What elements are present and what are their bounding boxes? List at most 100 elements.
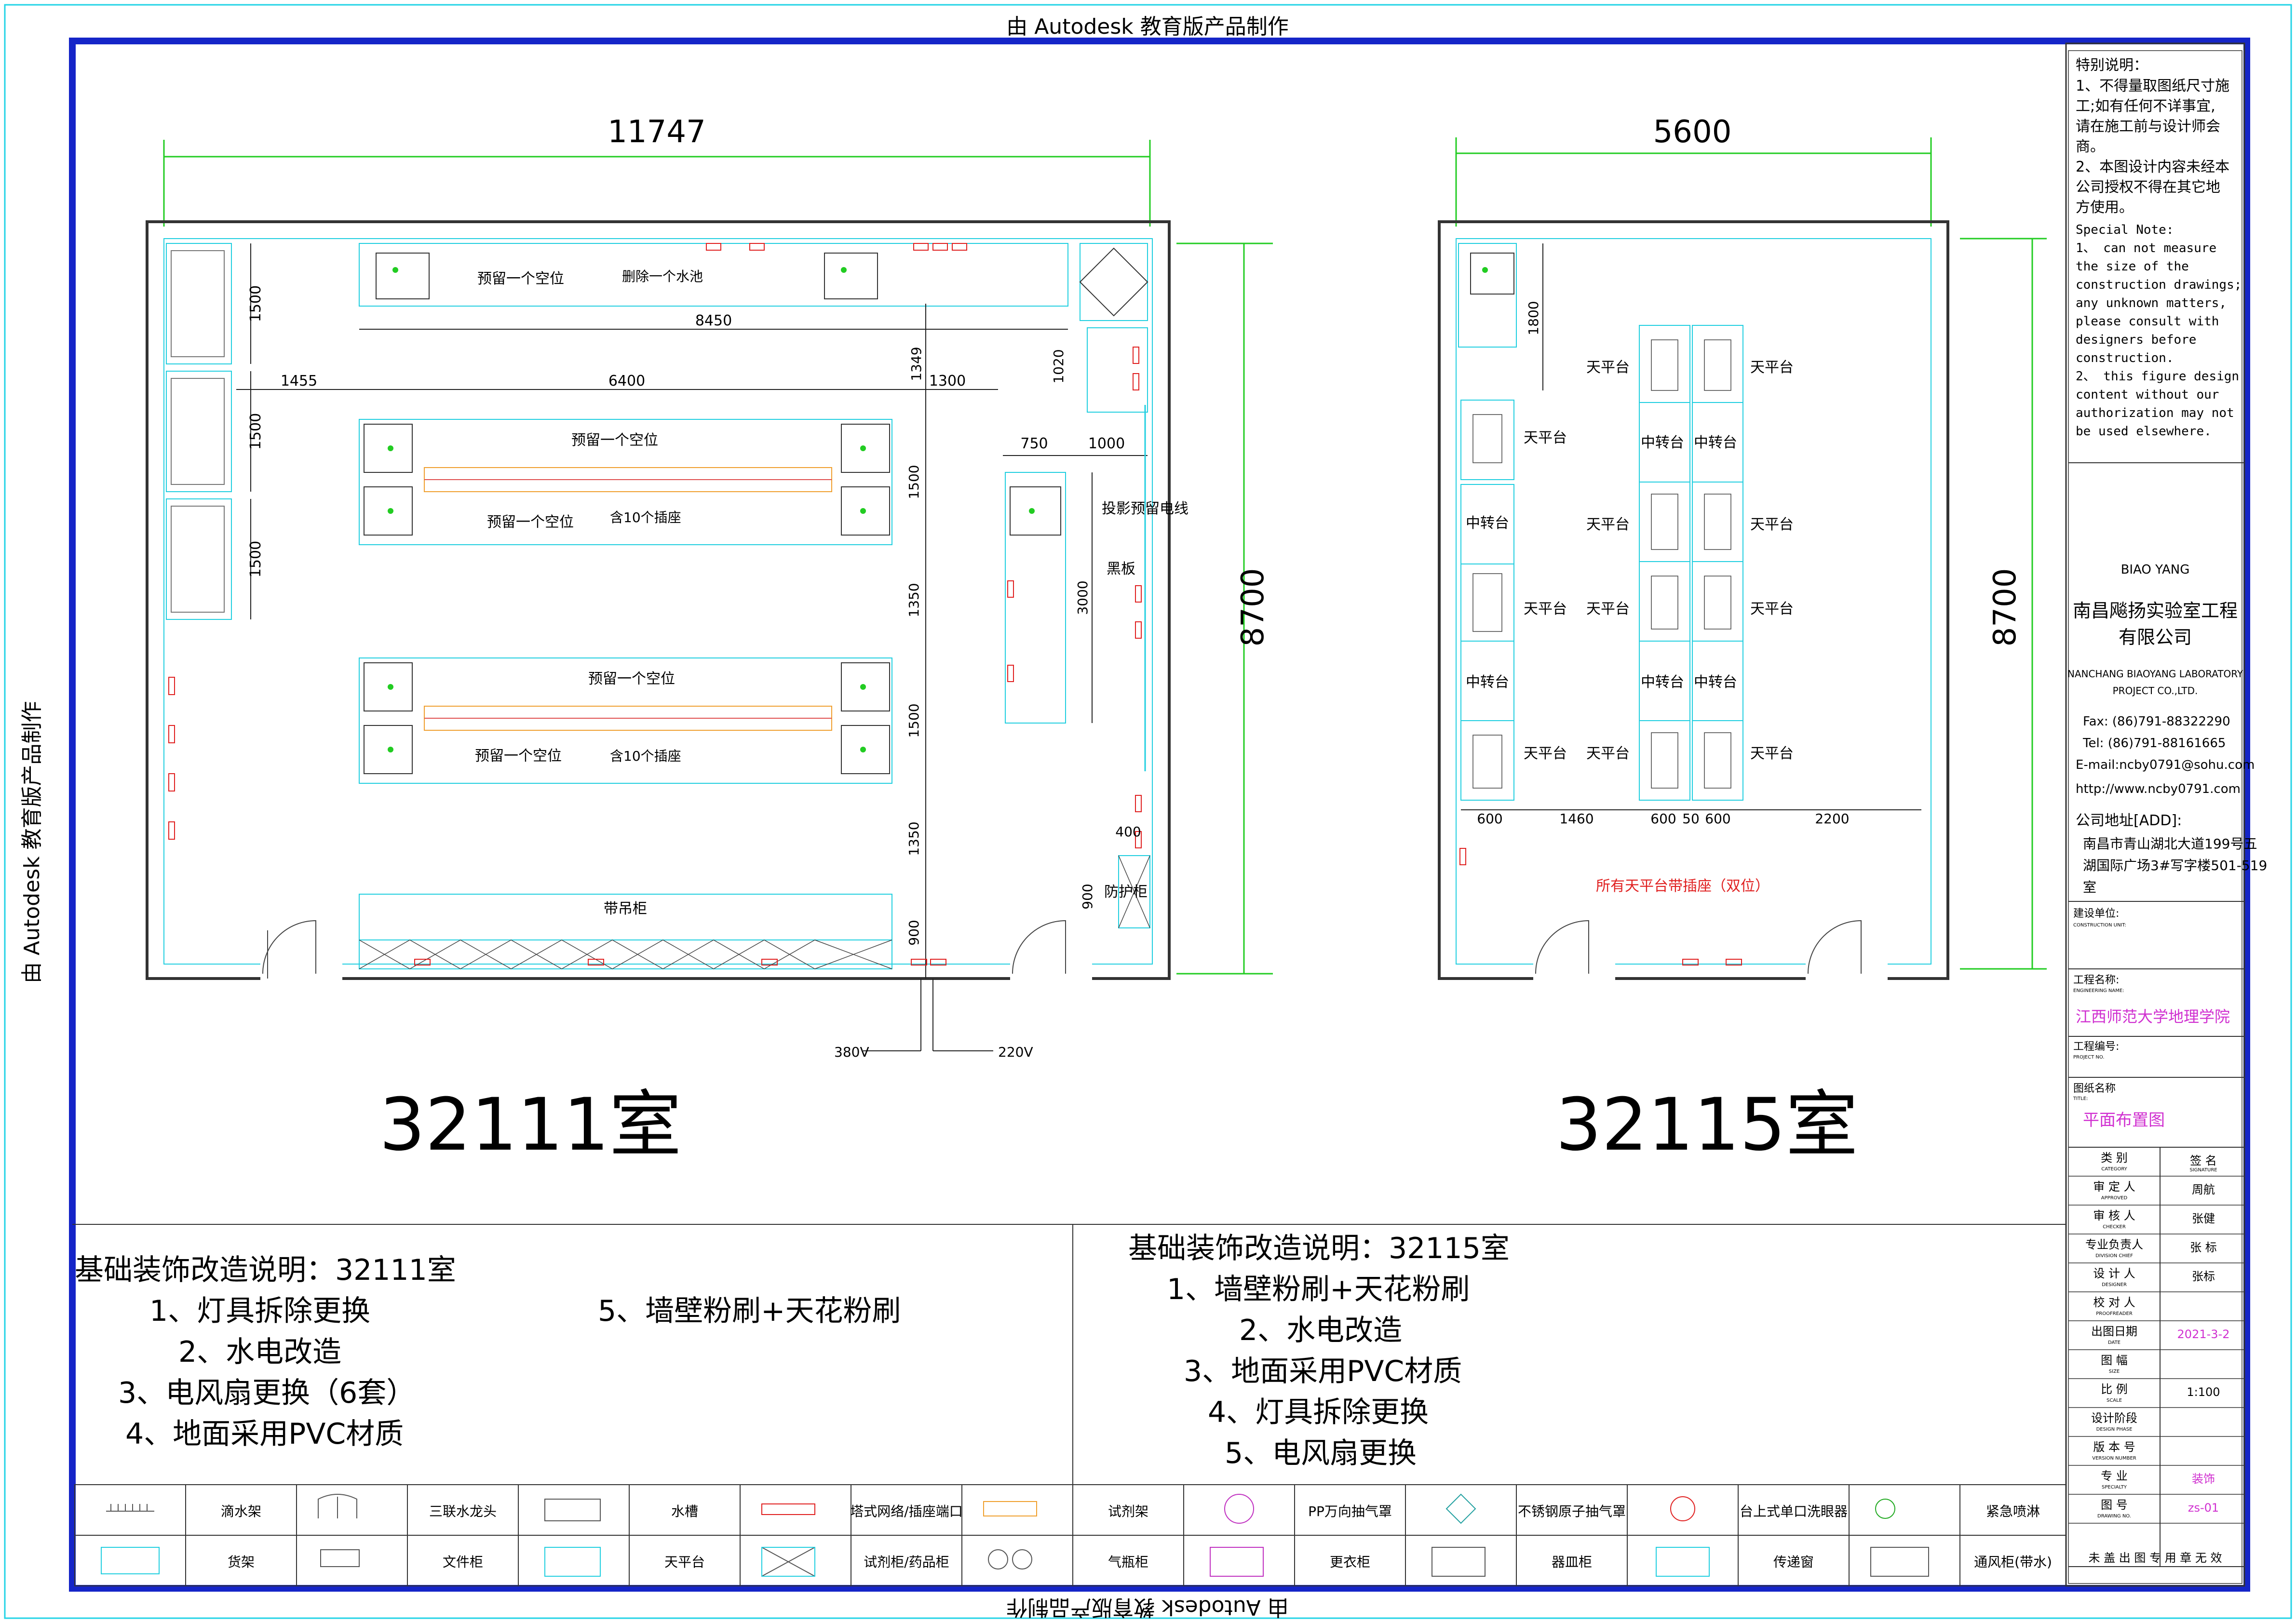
- signature-row-value: zs-01: [2188, 1501, 2219, 1515]
- label-220v: 220V: [998, 1044, 1033, 1060]
- special-cn-6: 公司授权不得在其它地: [2076, 179, 2220, 196]
- company-address-2: 湖国际广场3#写字楼501-519: [2083, 858, 2267, 873]
- legend-r1-3: 水槽: [671, 1503, 698, 1519]
- drawing-frame: [69, 38, 2250, 1592]
- notes-32115-item-2: 2、水电改造: [1239, 1314, 1402, 1347]
- sink-icon: [544, 1499, 601, 1521]
- special-cn-3: 请在施工前与设计师会: [2076, 118, 2220, 135]
- signature-row-key-en: CATEGORY: [2101, 1167, 2127, 1172]
- special-en-3: the size of the: [2076, 259, 2189, 274]
- legend-r2-5: 气瓶柜: [1108, 1554, 1148, 1570]
- file-cabinet-icon: [320, 1549, 360, 1567]
- signature-row-key-en: SCALE: [2107, 1398, 2122, 1403]
- label-reserve-b2-top: 预留一个空位: [588, 671, 675, 687]
- legend-r1-9: 紧急喷淋: [1986, 1503, 2040, 1519]
- locker-icon: [1210, 1547, 1264, 1577]
- project-no-label: 工程编号:: [2073, 1041, 2119, 1053]
- company-email: E-mail:ncby0791@sohu.com: [2076, 758, 2255, 772]
- dim-1500-b: 1500: [247, 413, 264, 450]
- signature-row-value: 张标: [2192, 1270, 2215, 1283]
- dim-900-b: 900: [1080, 884, 1095, 909]
- signature-row-value: 周航: [2192, 1183, 2215, 1196]
- special-cn-7: 方使用。: [2076, 199, 2134, 216]
- dim-overall-width-right: 5600: [1653, 114, 1732, 150]
- dim-1300: 1300: [929, 373, 966, 389]
- special-en-4: construction drawings;: [2076, 278, 2242, 292]
- notes-32115-item-3: 3、地面采用PVC材质: [1184, 1355, 1462, 1388]
- special-en-12: be used elsewhere.: [2076, 424, 2212, 439]
- signature-row-value: 1:100: [2187, 1385, 2220, 1399]
- legend-r1-2: 三联水龙头: [429, 1503, 497, 1519]
- label-balance-2: 天平台: [1750, 359, 1794, 376]
- label-balance-3: 天平台: [1524, 429, 1567, 446]
- signature-row-key: 审 核 人: [2093, 1209, 2135, 1222]
- watermark-left: 由 Autodesk 教育版产品制作: [20, 701, 44, 983]
- notes-32111-item-5: 5、墙壁粉刷+天花粉刷: [598, 1294, 901, 1328]
- label-balance-9: 天平台: [1524, 745, 1567, 762]
- room-title-32111: 32111室: [379, 1083, 681, 1167]
- watermark-bottom: 由 Autodesk 教育版产品制作: [1006, 1595, 1289, 1620]
- company-tel: Tel: (86)791-88161665: [2082, 736, 2226, 751]
- signature-row-key: 类 别: [2101, 1151, 2128, 1165]
- label-transfer-1: 中转台: [1641, 434, 1684, 451]
- signature-row-value: 张健: [2192, 1212, 2215, 1225]
- company-web: http://www.ncby0791.com: [2076, 782, 2241, 796]
- dim-1455: 1455: [281, 373, 317, 389]
- legend-r1-6: PP万向抽气罩: [1308, 1503, 1392, 1519]
- emergency-shower-icon: [1875, 1499, 1895, 1519]
- notes-32115-title: 基础装饰改造说明：32115室: [1128, 1232, 1510, 1265]
- label-hanging-cabinet: 带吊柜: [604, 900, 647, 917]
- label-balance-4: 天平台: [1586, 516, 1630, 533]
- signature-row-key-en: VERSION NUMBER: [2092, 1456, 2136, 1461]
- dim-900-a: 900: [906, 920, 922, 945]
- plan-32111: 11747 8700 1500 1500 1500: [146, 114, 1273, 1167]
- reagent-cabinet-icon: [761, 1547, 815, 1577]
- signature-row-key-en: DESIGNER: [2102, 1282, 2127, 1288]
- unit-label: 建设单位:: [2073, 908, 2119, 920]
- legend-r1-1: 滴水架: [221, 1503, 261, 1519]
- legend-r2-2: 文件柜: [443, 1554, 483, 1570]
- legend-r1-8: 台上式单口洗眼器: [1740, 1503, 1848, 1519]
- dim-1000: 1000: [1088, 435, 1125, 452]
- label-balance-7: 天平台: [1586, 601, 1630, 617]
- dim-1350-b: 1350: [906, 821, 922, 856]
- signature-row-key: 图 幅: [2101, 1354, 2128, 1367]
- watermark-top: 由 Autodesk 教育版产品制作: [1006, 14, 1289, 39]
- signature-row-value: 张 标: [2190, 1241, 2217, 1254]
- notes-32111-item-3: 3、电风扇更换（6套）: [118, 1376, 415, 1410]
- signature-row-key: 校 对 人: [2093, 1296, 2135, 1309]
- dim-overall-height: 8700: [1235, 568, 1271, 647]
- drawing-name-label-en: TITLE:: [2073, 1096, 2088, 1101]
- company-name-cn-2: 有限公司: [2119, 627, 2192, 648]
- dim-400: 400: [1115, 824, 1141, 840]
- special-cn-4: 商。: [2076, 138, 2105, 155]
- notes-32111: 基础装饰改造说明：32111室 1、灯具拆除更换 2、水电改造 3、电风扇更换（…: [75, 1253, 901, 1451]
- label-balance-11: 天平台: [1750, 745, 1794, 762]
- fume-hood-icon: [1870, 1547, 1929, 1577]
- legend-r2-6: 更衣柜: [1330, 1554, 1370, 1570]
- signature-row-value: 装饰: [2192, 1472, 2215, 1486]
- legend-r2-7: 器皿柜: [1552, 1554, 1592, 1570]
- plan-32115: 5600 8700 1800: [1438, 114, 2047, 1167]
- signature-row-key: 审 定 人: [2093, 1180, 2135, 1194]
- dim-1020: 1020: [1051, 349, 1067, 383]
- signature-row-key-en: DRAWING NO.: [2097, 1514, 2131, 1519]
- dim-1800: 1800: [1526, 301, 1541, 335]
- special-en-2: 1、 can not measure: [2076, 241, 2216, 255]
- signature-row-key: 图 号: [2101, 1498, 2128, 1512]
- dim-overall-height-right: 8700: [1987, 568, 2023, 647]
- special-en-9: 2、 this figure design: [2076, 369, 2239, 384]
- signature-row-key: 设计阶段: [2091, 1411, 2137, 1425]
- gas-cabinet-icon-2: [1012, 1549, 1032, 1569]
- legend-r2-1: 货架: [228, 1554, 255, 1570]
- company-name-en-1: NANCHANG BIAOYANG LABORATORY: [2067, 668, 2243, 680]
- company-name-en-2: PROJECT CO.,LTD.: [2113, 685, 2198, 697]
- legend-r1-7: 不锈钢原子抽气罩: [1518, 1503, 1626, 1519]
- label-transfer-2: 中转台: [1694, 434, 1737, 451]
- special-en-1: Special Note:: [2076, 223, 2174, 237]
- legend-r1-5: 试剂架: [1108, 1503, 1148, 1519]
- gas-cabinet-icon: [988, 1549, 1008, 1569]
- dim-1500-a: 1500: [247, 285, 264, 322]
- label-remove-sink: 删除一个水池: [622, 268, 703, 284]
